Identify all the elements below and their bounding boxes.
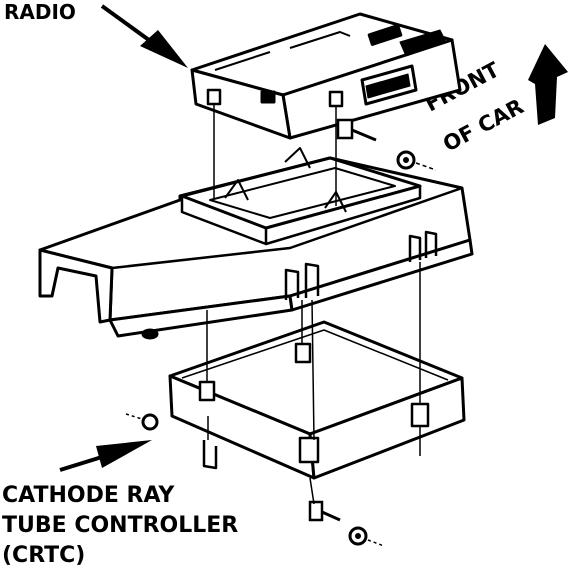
crtc-label-line3: (CRTC)	[2, 543, 85, 568]
alignment-lines	[206, 104, 421, 505]
crtc-nut-bottom-icon	[348, 526, 385, 547]
radio-unit	[190, 12, 462, 140]
crtc-screw-bottom-icon	[308, 500, 341, 522]
crtc-nut-left-icon	[125, 413, 159, 431]
arrow-up-right-icon	[528, 44, 568, 125]
crtc-label-line2: TUBE CONTROLLER	[2, 513, 238, 538]
radio-label: RADIO	[4, 0, 76, 24]
crtc-label-line1: CATHODE RAY	[2, 483, 175, 508]
radio-nut-icon	[396, 150, 437, 171]
radio-screw-icon	[336, 118, 377, 142]
crtc-pointer-arrow-icon	[59, 440, 152, 472]
crtc-label: CATHODE RAY TUBE CONTROLLER (CRTC)	[2, 483, 238, 568]
crtc-box	[168, 320, 466, 480]
arrow-right-down-icon	[100, 4, 188, 68]
mounting-bracket	[38, 147, 474, 340]
